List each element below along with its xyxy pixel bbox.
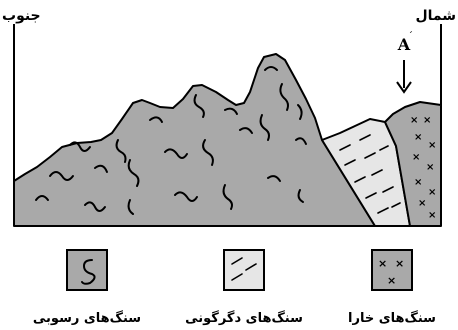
- svg-text:×: ×: [414, 132, 422, 143]
- svg-text:×: ×: [395, 257, 404, 270]
- svg-text:×: ×: [423, 115, 431, 126]
- svg-text:×: ×: [414, 177, 422, 188]
- svg-text:×: ×: [418, 198, 426, 209]
- legend-granite-label: سنگ‌های خارا: [348, 310, 436, 326]
- legend-granite: × × × سنگ‌های خارا: [348, 250, 436, 326]
- south-label: جنوب: [2, 8, 41, 24]
- svg-text:×: ×: [378, 257, 387, 270]
- svg-text:×: ×: [410, 115, 418, 126]
- legend-sedimentary-label: سنگ‌های رسوبی: [33, 310, 141, 326]
- svg-text:×: ×: [428, 210, 436, 221]
- legend-metamorphic: سنگ‌های دگرگونی: [185, 250, 303, 326]
- north-label: شمال: [415, 8, 456, 24]
- svg-text:×: ×: [426, 162, 434, 173]
- point-a-accent: ´: [408, 30, 413, 42]
- svg-text:×: ×: [428, 187, 436, 198]
- legend-sedimentary: سنگ‌های رسوبی: [33, 250, 141, 326]
- svg-text:×: ×: [428, 140, 436, 151]
- legend-metamorphic-swatch: [224, 250, 264, 290]
- svg-text:×: ×: [412, 152, 420, 163]
- svg-text:×: ×: [387, 274, 396, 287]
- legend-metamorphic-label: سنگ‌های دگرگونی: [185, 310, 303, 326]
